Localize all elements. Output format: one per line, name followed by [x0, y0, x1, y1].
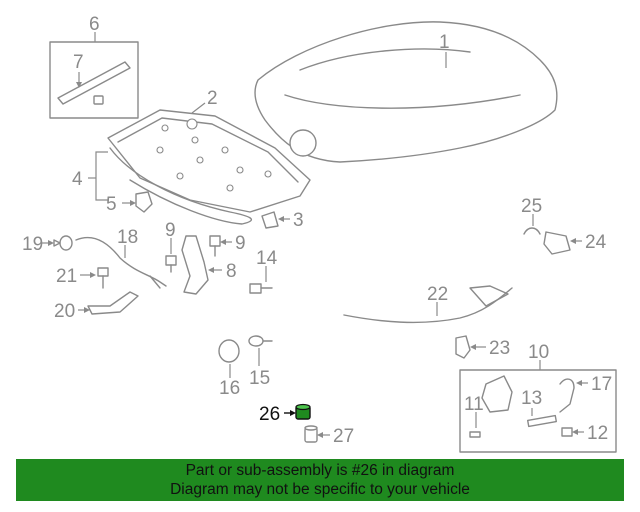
callout-14: 14	[256, 248, 278, 269]
hood-insulator	[107, 109, 311, 213]
bolt-14	[249, 283, 273, 294]
callout-22: 22	[427, 284, 448, 305]
hood-panel	[254, 21, 558, 163]
callout-25: 25	[521, 196, 542, 217]
cable-end-25	[523, 227, 541, 235]
support-rod-22	[343, 285, 513, 324]
grommet-27	[304, 425, 318, 443]
callout-11: 11	[464, 394, 484, 415]
callout-1: 1	[439, 32, 450, 53]
callout-23: 23	[489, 338, 510, 359]
callout-21: 21	[56, 266, 77, 287]
callout-9a: 9	[165, 220, 176, 241]
lock-bracket-24	[543, 231, 571, 255]
callout-15: 15	[249, 368, 270, 389]
callout-10: 10	[528, 342, 549, 363]
callout-18: 18	[117, 227, 138, 248]
hinge-8	[181, 235, 209, 295]
footer-line-1: Part or sub-assembly is #26 in diagram	[185, 462, 455, 479]
release-cable-18	[75, 236, 167, 287]
weatherstrip-7	[57, 61, 131, 105]
callout-9b: 9	[235, 233, 246, 254]
switch-wire-17	[559, 378, 575, 413]
bolt-9-right	[209, 235, 221, 257]
lock-rod-13	[526, 414, 558, 428]
holder-23	[455, 335, 471, 359]
hood-lock-11	[481, 375, 513, 413]
clip-12	[561, 427, 573, 437]
callout-7: 7	[73, 52, 84, 73]
callout-8: 8	[226, 261, 237, 282]
detail-box-6	[49, 41, 139, 119]
grommet-19	[53, 235, 73, 251]
callout-2: 2	[207, 88, 218, 109]
leader-2	[191, 102, 206, 114]
callout-3: 3	[293, 210, 304, 231]
leader-4	[95, 151, 108, 201]
footer-line-2: Diagram may not be specific to your vehi…	[170, 481, 470, 498]
callout-13: 13	[521, 388, 542, 409]
callout-12: 12	[587, 423, 608, 444]
footer-banner: Part or sub-assembly is #26 in diagram D…	[16, 459, 624, 501]
callout-6: 6	[89, 14, 100, 35]
release-handle-20	[87, 291, 139, 315]
callout-19: 19	[22, 234, 43, 255]
bolt-9-left	[165, 255, 177, 273]
hood-seal-strip	[109, 147, 253, 225]
callout-24: 24	[585, 232, 607, 253]
callout-5: 5	[106, 194, 117, 215]
highlighted-part-26[interactable]	[295, 403, 311, 420]
clip-5	[135, 191, 153, 213]
callout-27: 27	[333, 426, 354, 447]
callout-17: 17	[591, 374, 612, 395]
stopper-3	[261, 211, 279, 229]
callout-26: 26	[259, 404, 280, 425]
callout-4: 4	[72, 169, 83, 190]
callout-20: 20	[54, 301, 75, 322]
cap-16	[218, 339, 240, 363]
callout-16: 16	[219, 378, 240, 399]
clip-15	[248, 335, 273, 347]
bolt-21	[97, 267, 109, 289]
